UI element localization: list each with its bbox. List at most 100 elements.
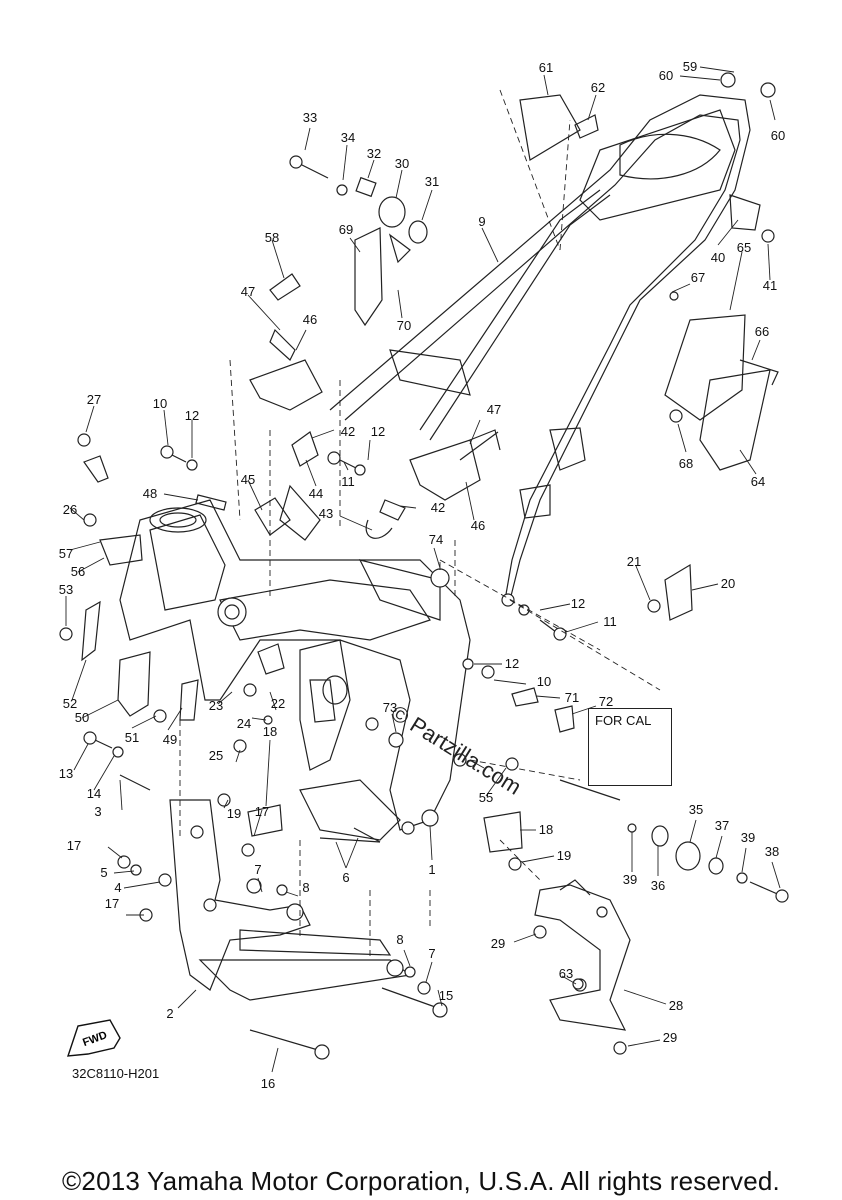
callout-65: 65: [737, 240, 751, 255]
callout-10b: 10: [537, 674, 551, 689]
callout-12c: 12: [571, 596, 585, 611]
callout-41: 41: [763, 278, 777, 293]
callout-53: 53: [59, 582, 73, 597]
callout-14: 14: [87, 786, 101, 801]
callout-10a: 10: [153, 396, 167, 411]
leader-lines: [65, 66, 781, 1073]
callout-7b: 7: [428, 946, 435, 961]
callout-7a: 7: [254, 862, 261, 877]
main-frame: [119, 499, 471, 841]
callout-3: 3: [94, 804, 101, 819]
callout-12a: 12: [185, 408, 199, 423]
callout-1: 1: [428, 862, 435, 877]
callout-50: 50: [75, 710, 89, 725]
callout-42b: 42: [431, 500, 445, 515]
engine-bracket: [169, 799, 412, 1001]
callout-29b: 29: [663, 1030, 677, 1045]
fasteners: [59, 72, 776, 1055]
callout-26: 26: [63, 502, 77, 517]
callout-8b: 8: [396, 932, 403, 947]
callout-39b: 39: [741, 830, 755, 845]
callout-11a: 11: [341, 474, 355, 489]
callout-labels: 1 2 3 4 5 6 7 7 8 8 9 10 10 11 11 12 12 …: [59, 59, 785, 1091]
callout-21: 21: [627, 554, 641, 569]
covers-and-brackets: [81, 94, 779, 853]
callout-20: 20: [721, 576, 735, 591]
callout-19b: 19: [557, 848, 571, 863]
callout-33: 33: [303, 110, 317, 125]
rear-subframe: [329, 94, 751, 607]
callout-48: 48: [143, 486, 157, 501]
callout-12b: 12: [371, 424, 385, 439]
exploded-frame-diagram: 1 2 3 4 5 6 7 7 8 8 9 10 10 11 11 12 12 …: [59, 59, 789, 1091]
callout-12d: 12: [505, 656, 519, 671]
callout-73: 73: [383, 700, 397, 715]
callout-46a: 46: [303, 312, 317, 327]
callout-17b: 17: [105, 896, 119, 911]
callout-74: 74: [429, 532, 443, 547]
callout-24: 24: [237, 716, 251, 731]
callout-38: 38: [765, 844, 779, 859]
callout-27: 27: [87, 392, 101, 407]
callout-37: 37: [715, 818, 729, 833]
long-bolts: [249, 987, 448, 1060]
callout-47b: 47: [487, 402, 501, 417]
callout-44: 44: [309, 486, 323, 501]
callout-32: 32: [367, 146, 381, 161]
callout-19a: 19: [227, 806, 241, 821]
callout-28: 28: [669, 998, 683, 1013]
callout-64: 64: [751, 474, 765, 489]
fwd-arrow-icon: FWD: [66, 1019, 121, 1057]
callout-23: 23: [209, 698, 223, 713]
callout-62: 62: [591, 80, 605, 95]
callout-8a: 8: [302, 880, 309, 895]
callout-17c: 17: [255, 804, 269, 819]
callout-2: 2: [166, 1006, 173, 1021]
callout-18b: 18: [539, 822, 553, 837]
callout-39a: 39: [623, 872, 637, 887]
callout-29a: 29: [491, 936, 505, 951]
callout-35: 35: [689, 802, 703, 817]
callout-56: 56: [71, 564, 85, 579]
callout-61: 61: [539, 60, 553, 75]
callout-40: 40: [711, 250, 725, 265]
callout-25: 25: [209, 748, 223, 763]
callout-34: 34: [341, 130, 355, 145]
callout-71: 71: [565, 690, 579, 705]
callout-16: 16: [261, 1076, 275, 1091]
callout-36: 36: [651, 878, 665, 893]
callout-51: 51: [125, 730, 139, 745]
callout-9: 9: [478, 214, 485, 229]
callout-47a: 47: [241, 284, 255, 299]
callout-49: 49: [163, 732, 177, 747]
callout-60b: 60: [771, 128, 785, 143]
callout-45: 45: [241, 472, 255, 487]
callout-55: 55: [479, 790, 493, 805]
cal-label: FOR CAL: [595, 713, 652, 728]
callout-67: 67: [691, 270, 705, 285]
callout-11b: 11: [603, 614, 617, 629]
callout-17a: 17: [67, 838, 81, 853]
callout-68: 68: [679, 456, 693, 471]
callout-46b: 46: [471, 518, 485, 533]
callout-57: 57: [59, 546, 73, 561]
callout-59: 59: [683, 59, 697, 74]
callout-72: 72: [599, 694, 613, 709]
mount-shaft-assembly: [469, 759, 789, 903]
callout-43: 43: [319, 506, 333, 521]
cal-inset-box: FOR CAL: [588, 708, 672, 786]
callout-70: 70: [397, 318, 411, 333]
callout-18a: 18: [263, 724, 277, 739]
callout-4: 4: [114, 880, 121, 895]
callout-15: 15: [439, 988, 453, 1003]
callout-30: 30: [395, 156, 409, 171]
callout-31: 31: [425, 174, 439, 189]
callout-52: 52: [63, 696, 77, 711]
callout-63: 63: [559, 966, 573, 981]
callout-58: 58: [265, 230, 279, 245]
callout-5: 5: [100, 865, 107, 880]
reference-lines: [179, 89, 661, 960]
copyright-notice: ©2013 Yamaha Motor Corporation, U.S.A. A…: [62, 1166, 780, 1196]
callout-60a: 60: [659, 68, 673, 83]
figure-code: 32C8110-H201: [72, 1066, 160, 1081]
